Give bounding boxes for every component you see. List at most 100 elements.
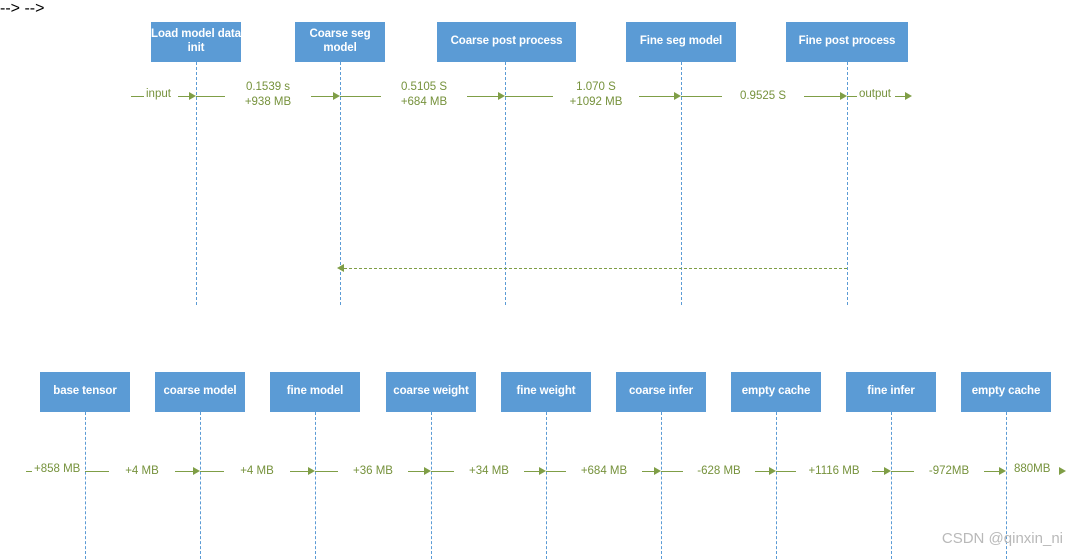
actor-label: base tensor <box>53 385 117 398</box>
bottom-message-memory-5: +684 MB <box>580 465 628 477</box>
lifeline-base-tensor <box>85 412 86 559</box>
lifeline-coarse-seg-model <box>340 62 341 305</box>
bottom-message-arrowhead-8 <box>999 467 1006 475</box>
actor-label: Load model data init <box>151 28 241 55</box>
actor-label: fine infer <box>867 385 915 398</box>
lifeline-fine-post-process <box>847 62 848 305</box>
message-arrowhead-1 <box>333 92 340 100</box>
exit-label-top: output <box>857 88 893 100</box>
actor-label-line1: Load model <box>151 28 215 41</box>
message-arrowhead-4 <box>840 92 847 100</box>
bottom-message-label-2: +4 MB <box>224 464 290 479</box>
actor-label: Coarse seg model <box>295 28 385 55</box>
bottom-message-arrowhead-7 <box>884 467 891 475</box>
entry-line-top <box>131 96 155 97</box>
actor-label-line2: data init <box>187 28 241 54</box>
actor-label: fine weight <box>516 385 576 398</box>
actor-box-coarse-seg-model[interactable]: Coarse seg model <box>295 22 385 62</box>
message-time-2: 0.5105 S <box>400 81 448 93</box>
bottom-message-label-1: +4 MB <box>109 464 175 479</box>
actor-box-fine-seg-model[interactable]: Fine seg model <box>626 22 736 62</box>
lifeline-empty-cache-2 <box>1006 412 1007 559</box>
message-arrowhead-2 <box>498 92 505 100</box>
lifeline-fine-infer <box>891 412 892 559</box>
lifeline-fine-weight <box>546 412 547 559</box>
message-memory-1: +938 MB <box>244 95 292 108</box>
actor-label: coarse infer <box>629 385 693 398</box>
bottom-message-memory-8: -972MB <box>928 465 970 477</box>
actor-label: empty cache <box>971 385 1041 398</box>
message-arrowhead-3 <box>674 92 681 100</box>
actor-box-fine-post-process[interactable]: Fine post process <box>786 22 908 62</box>
bottom-message-arrowhead-5 <box>654 467 661 475</box>
message-memory-2: +684 MB <box>400 95 448 108</box>
message-label-2: 0.5105 S +684 MB <box>381 80 467 110</box>
actor-box-empty-cache-2[interactable]: empty cache <box>961 372 1051 412</box>
entry-label-bottom: +858 MB <box>32 463 83 475</box>
bottom-message-label-3: +36 MB <box>338 464 408 479</box>
exit-arrowhead-top <box>905 92 912 100</box>
lifeline-coarse-post-process <box>505 62 506 305</box>
message-label-1: 0.1539 s +938 MB <box>225 80 311 110</box>
bottom-message-arrowhead-2 <box>308 467 315 475</box>
actor-box-coarse-post-process[interactable]: Coarse post process <box>437 22 576 62</box>
lifeline-empty-cache-1 <box>776 412 777 559</box>
bottom-message-arrowhead-3 <box>424 467 431 475</box>
message-time-4: 0.9525 S <box>739 90 787 102</box>
entry-line-bottom <box>26 471 34 472</box>
return-message-arrowhead <box>337 264 344 272</box>
bottom-message-arrowhead-1 <box>193 467 200 475</box>
exit-line-top <box>847 96 861 97</box>
watermark: CSDN @qinxin_ni <box>941 530 1063 547</box>
bottom-message-label-5: +684 MB <box>566 464 642 479</box>
actor-box-fine-model[interactable]: fine model <box>270 372 360 412</box>
bottom-message-memory-3: +36 MB <box>353 465 393 477</box>
exit-line-top-b <box>895 96 906 97</box>
entry-line-top-b <box>178 96 190 97</box>
bottom-message-memory-7: +1116 MB <box>808 465 860 477</box>
message-memory-3: +1092 MB <box>569 95 623 108</box>
actor-box-load-model-data-init[interactable]: Load model data init <box>151 22 241 62</box>
actor-label: empty cache <box>741 385 811 398</box>
message-label-3: 1.070 S +1092 MB <box>553 80 639 110</box>
return-message-line <box>344 268 847 269</box>
lifeline-coarse-weight <box>431 412 432 559</box>
bottom-message-memory-6: -628 MB <box>697 465 741 477</box>
actor-label: Fine seg model <box>639 35 723 48</box>
actor-box-base-tensor[interactable]: base tensor <box>40 372 130 412</box>
bottom-message-label-8: -972MB <box>914 464 984 479</box>
entry-label-top: input <box>144 88 173 100</box>
lifeline-load-model-data-init <box>196 62 197 305</box>
bottom-message-arrowhead-4 <box>539 467 546 475</box>
bottom-message-label-4: +34 MB <box>454 464 524 479</box>
bottom-message-memory-2: +4 MB <box>240 465 274 477</box>
lifeline-fine-model <box>315 412 316 559</box>
actor-box-coarse-weight[interactable]: coarse weight <box>386 372 476 412</box>
actor-label: Fine post process <box>798 35 896 48</box>
actor-label-line1: Coarse seg <box>309 28 371 41</box>
actor-label: coarse model <box>163 385 237 398</box>
bottom-message-memory-4: +34 MB <box>469 465 509 477</box>
lifeline-coarse-model <box>200 412 201 559</box>
entry-arrowhead-top <box>189 92 196 100</box>
lifeline-coarse-infer <box>661 412 662 559</box>
message-time-3: 1.070 S <box>576 81 616 93</box>
bottom-message-arrowhead-6 <box>769 467 776 475</box>
actor-box-coarse-infer[interactable]: coarse infer <box>616 372 706 412</box>
actor-label: Coarse post process <box>450 35 563 48</box>
exit-label-bottom: 880MB <box>1012 463 1053 475</box>
actor-label: coarse weight <box>393 385 469 398</box>
actor-box-empty-cache-1[interactable]: empty cache <box>731 372 821 412</box>
actor-box-fine-weight[interactable]: fine weight <box>501 372 591 412</box>
message-label-4: 0.9525 S <box>722 89 804 104</box>
bottom-message-label-7: +1116 MB <box>796 464 872 479</box>
actor-box-coarse-model[interactable]: coarse model <box>155 372 245 412</box>
actor-label: fine model <box>286 385 344 398</box>
lifeline-fine-seg-model <box>681 62 682 305</box>
bottom-message-label-6: -628 MB <box>683 464 755 479</box>
actor-label-line2: model <box>323 42 357 54</box>
message-time-1: 0.1539 s <box>245 81 291 93</box>
bottom-message-memory-1: +4 MB <box>125 465 159 477</box>
actor-box-fine-infer[interactable]: fine infer <box>846 372 936 412</box>
